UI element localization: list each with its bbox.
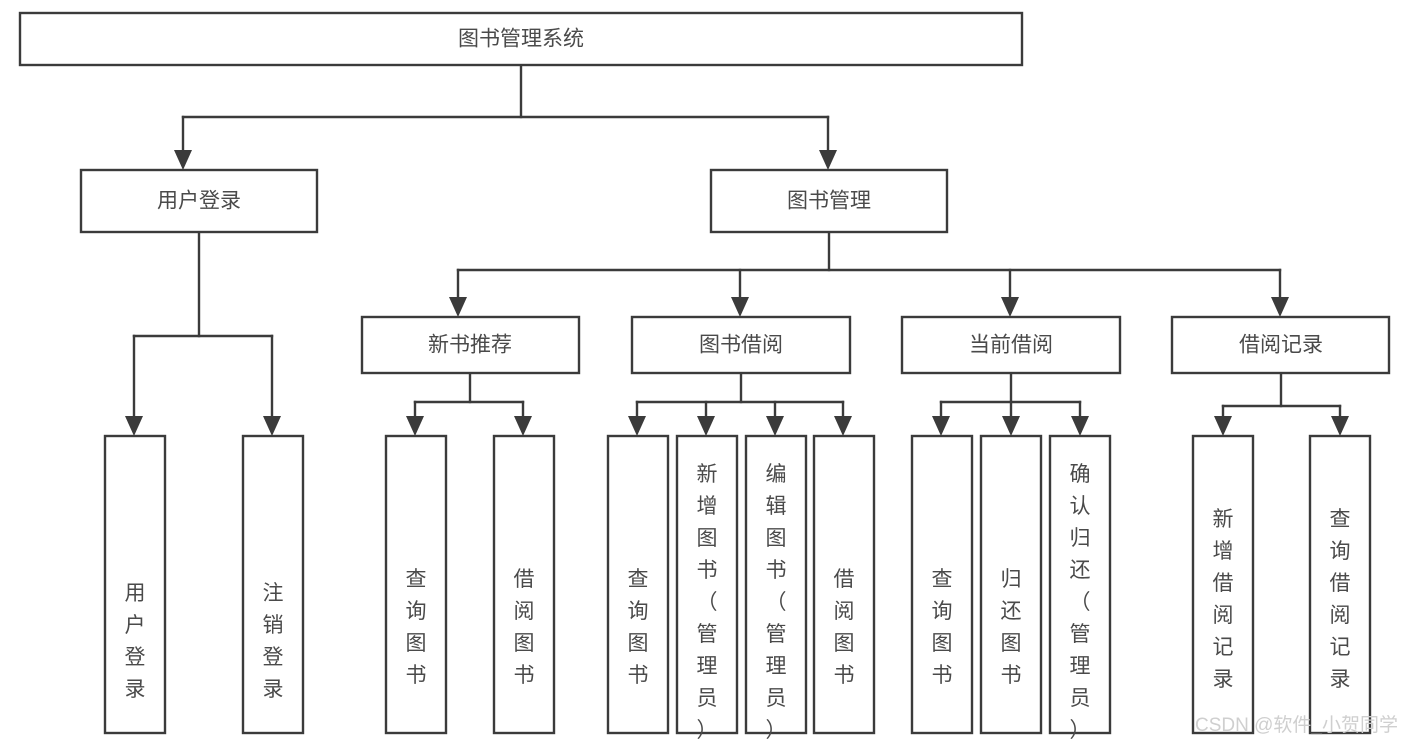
node-root-box[interactable]	[18, 11, 1024, 67]
node-book-borrow-box[interactable]	[630, 315, 852, 375]
leaf-query-book-1-box[interactable]	[384, 434, 448, 735]
node-current-borrow-label: 当前借阅	[969, 334, 1053, 357]
arrow-head-leaf-add-record	[1214, 416, 1232, 436]
leaf-query-record-label: 查询借阅记录	[1330, 508, 1351, 691]
arrow-head-new-book-recommend	[449, 297, 467, 317]
arrow-head-to-user-login	[174, 150, 192, 170]
watermark: CSDN @软件_小贺同学	[1195, 714, 1398, 736]
node-user-login-label: 用户登录	[157, 190, 241, 213]
node-book-manage-label: 图书管理	[787, 190, 871, 213]
arrow-head-borrow-record	[1271, 297, 1289, 317]
connector-group-borrow-record	[1214, 371, 1349, 436]
node-borrow-record-box[interactable]	[1170, 315, 1391, 375]
arrow-head-to-book-manage	[819, 150, 837, 170]
leaf-query-book-2[interactable]: 查询图书	[606, 434, 670, 735]
leaf-borrow-book-1[interactable]: 借阅图书	[492, 434, 556, 735]
node-current-borrow-box[interactable]	[900, 315, 1122, 375]
arrow-head-leaf-user-logout	[263, 416, 281, 436]
node-user-login-box[interactable]	[79, 168, 319, 234]
arrow-head-leaf-query-book-1	[406, 416, 424, 436]
leaf-query-record-box[interactable]	[1308, 434, 1372, 735]
leaf-user-logout[interactable]: 注销登录	[241, 434, 305, 735]
connector-group-user-login	[125, 230, 281, 436]
leaf-user-logout-label: 注销登录	[263, 582, 284, 701]
leaf-query-book-3-box[interactable]	[910, 434, 974, 735]
leaf-add-book-box[interactable]	[675, 434, 739, 735]
arrow-head-leaf-add-book	[697, 416, 715, 436]
leaf-add-record-box[interactable]	[1191, 434, 1255, 735]
node-root[interactable]: 图书管理系统	[18, 11, 1024, 67]
connector-group-new-book-recommend	[406, 371, 532, 436]
node-borrow-record[interactable]: 借阅记录	[1170, 315, 1391, 375]
arrow-head-leaf-return-book	[1002, 416, 1020, 436]
arrow-head-leaf-borrow-book-1	[514, 416, 532, 436]
leaf-query-book-3[interactable]: 查询图书	[910, 434, 974, 735]
leaf-confirm-return-label: 确认归还（管理员）	[1070, 463, 1091, 742]
arrow-head-leaf-query-book-3	[932, 416, 950, 436]
node-book-manage-box[interactable]	[709, 168, 949, 234]
leaf-user-login-box[interactable]	[103, 434, 167, 735]
arrow-head-leaf-user-login	[125, 416, 143, 436]
connector-group-current-borrow	[932, 371, 1089, 436]
leaf-query-record[interactable]: 查询借阅记录	[1308, 434, 1372, 735]
arrow-head-book-borrow	[731, 297, 749, 317]
leaf-query-book-2-label: 查询图书	[628, 568, 649, 687]
leaf-confirm-return-box[interactable]	[1048, 434, 1112, 735]
node-book-manage[interactable]: 图书管理	[709, 168, 949, 234]
node-book-borrow[interactable]: 图书借阅	[630, 315, 852, 375]
leaf-query-book-2-box[interactable]	[606, 434, 670, 735]
node-book-borrow-label: 图书借阅	[699, 334, 783, 357]
node-borrow-record-label: 借阅记录	[1239, 334, 1323, 357]
leaf-borrow-book-2[interactable]: 借阅图书	[812, 434, 876, 735]
arrow-head-current-borrow	[1001, 297, 1019, 317]
connector-group-book-manage	[449, 230, 1289, 317]
leaf-add-record[interactable]: 新增借阅记录	[1191, 434, 1255, 735]
leaf-add-book[interactable]: 新增图书（管理员）	[675, 434, 739, 742]
node-current-borrow[interactable]: 当前借阅	[900, 315, 1122, 375]
leaf-borrow-book-2-label: 借阅图书	[834, 568, 855, 687]
node-user-login[interactable]: 用户登录	[79, 168, 319, 234]
arrow-head-leaf-confirm-return	[1071, 416, 1089, 436]
leaf-user-login-label: 用户登录	[125, 582, 146, 701]
leaf-borrow-book-1-label: 借阅图书	[514, 568, 535, 687]
leaf-edit-book-box[interactable]	[744, 434, 808, 735]
arrow-head-leaf-query-book-2	[628, 416, 646, 436]
node-new-book-recommend[interactable]: 新书推荐	[360, 315, 581, 375]
node-new-book-recommend-label: 新书推荐	[428, 334, 512, 357]
leaf-borrow-book-2-box[interactable]	[812, 434, 876, 735]
leaf-add-book-label: 新增图书（管理员）	[697, 463, 718, 742]
leaf-query-book-1-label: 查询图书	[406, 568, 427, 687]
leaf-return-book-label: 归还图书	[1001, 568, 1022, 687]
arrow-head-leaf-edit-book	[766, 416, 784, 436]
leaf-return-book-box[interactable]	[979, 434, 1043, 735]
node-root-label: 图书管理系统	[458, 28, 584, 51]
node-new-book-recommend-box[interactable]	[360, 315, 581, 375]
leaf-user-login[interactable]: 用户登录	[103, 434, 167, 735]
leaf-confirm-return[interactable]: 确认归还（管理员）	[1048, 434, 1112, 742]
leaf-query-book-1[interactable]: 查询图书	[384, 434, 448, 735]
leaf-edit-book-label: 编辑图书（管理员）	[766, 463, 787, 742]
arrow-head-leaf-query-record	[1331, 416, 1349, 436]
leaf-user-logout-box[interactable]	[241, 434, 305, 735]
leaf-return-book[interactable]: 归还图书	[979, 434, 1043, 735]
leaf-edit-book[interactable]: 编辑图书（管理员）	[744, 434, 808, 742]
leaf-borrow-book-1-box[interactable]	[492, 434, 556, 735]
connector-group-root	[174, 63, 837, 170]
connector-group-book-borrow	[628, 371, 852, 436]
arrow-head-leaf-borrow-book-2	[834, 416, 852, 436]
leaf-add-record-label: 新增借阅记录	[1213, 508, 1234, 691]
leaf-query-book-3-label: 查询图书	[932, 568, 953, 687]
